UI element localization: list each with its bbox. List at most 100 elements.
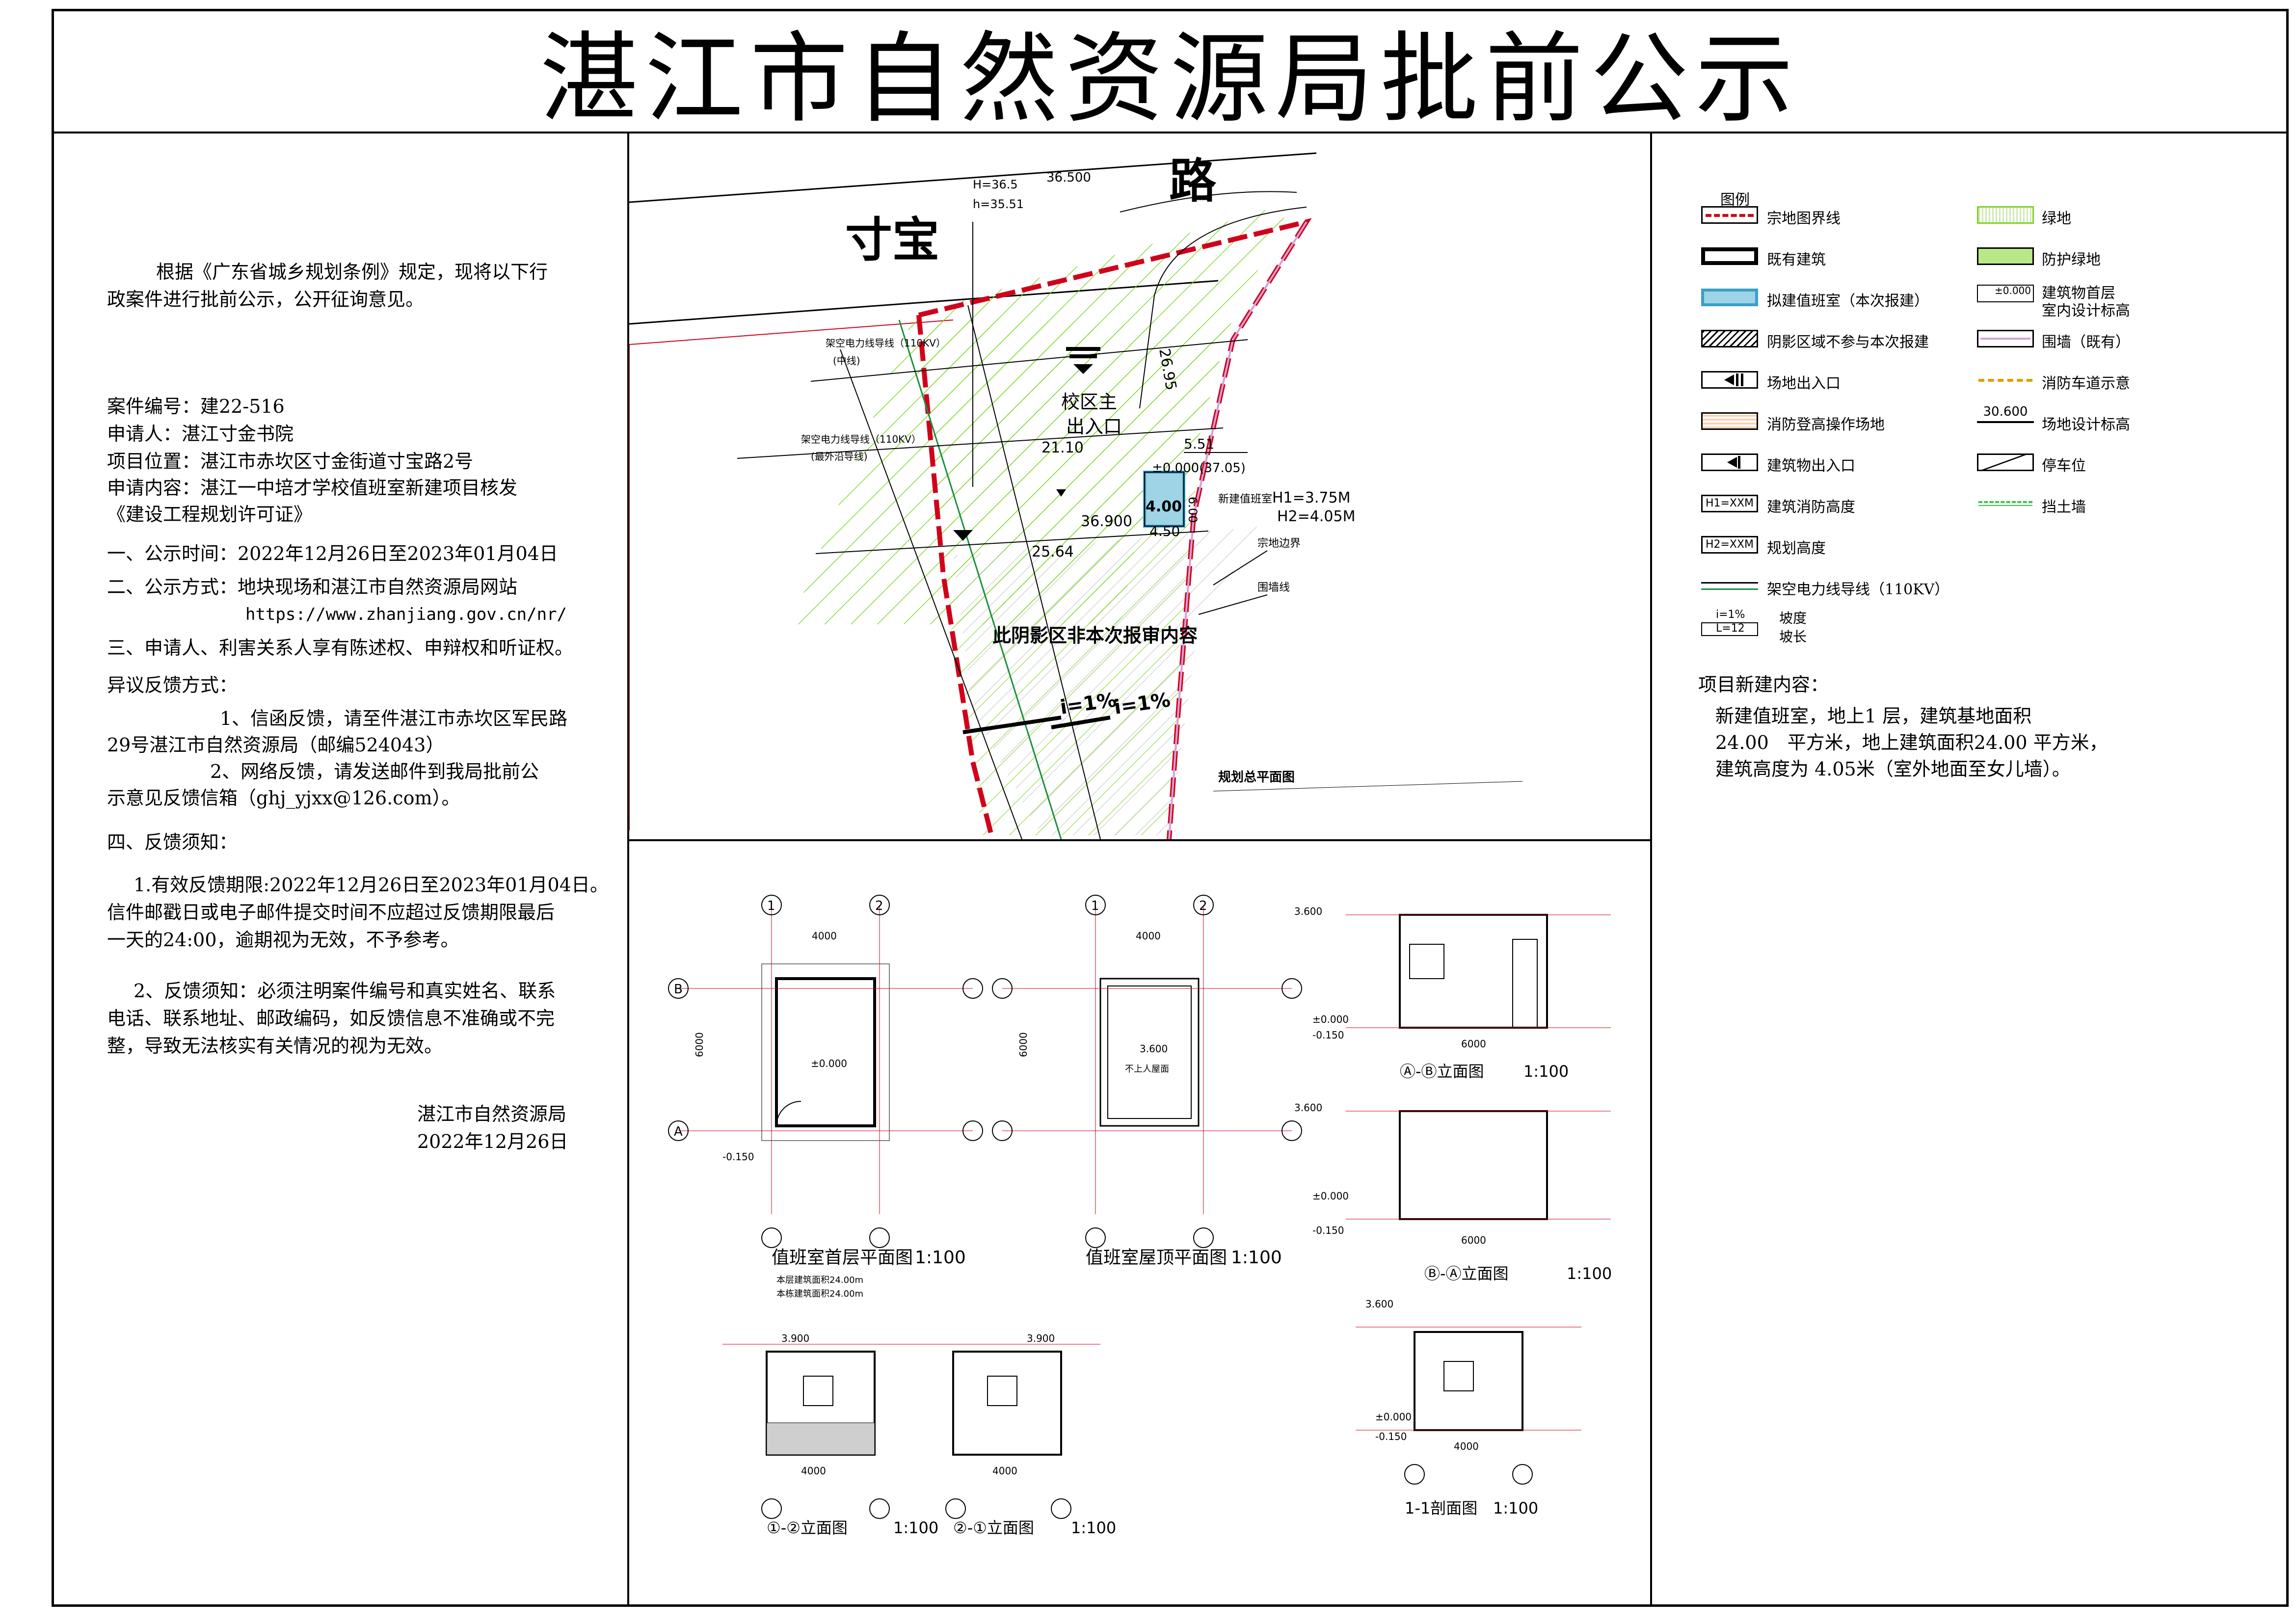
floor-plan-dim-depth: 6000 [694, 1032, 705, 1057]
building-drawings: 1 2 B A 1 2 4000 6000 ±0.000 -0.150 4000… [668, 895, 1612, 1537]
section-dim: 4000 [1454, 1440, 1479, 1452]
elev-ab-top: 3.600 [1294, 905, 1322, 917]
applicant: 申请人：湛江寸金书院 [107, 423, 294, 445]
legend-plan-height-symbol: H2=XXM [1701, 536, 1758, 554]
floor-plan-scale: 1:100 [915, 1248, 966, 1268]
note-2-line-3: 整，导致无法核实有关情况的视为无效。 [107, 1035, 443, 1057]
dim-6-00: 6.00 [1186, 497, 1200, 523]
legend-length-label: 坡长 [1779, 629, 1807, 645]
project-line-2: 24.00 平方米，地上建筑面积24.00 平方米， [1715, 732, 2108, 753]
legend-item-protective-green: 防护绿地 [2042, 251, 2101, 268]
legend-existing-building-symbol [1701, 247, 1758, 265]
right-column-divider [1650, 132, 1652, 1607]
axis-2-floor: 2 [875, 899, 883, 913]
middle-divider [627, 839, 1652, 841]
floor-plan-dim-width: 4000 [812, 930, 837, 942]
elev-ba-zero: ±0.000 [1312, 1190, 1349, 1202]
notice-url[interactable]: https://www.zhanjiang.gov.cn/nr/ [245, 605, 567, 624]
intro-line-1: 根据《广东省城乡规划条例》规定，现将以下行 [156, 261, 548, 283]
legend-powerline-symbol [1701, 582, 1758, 590]
legend-item-retaining-wall: 挡土墙 [2042, 499, 2086, 516]
legend-item-parking: 停车位 [2042, 457, 2086, 475]
axis-1-roof: 1 [1091, 899, 1099, 913]
boundary-label: 宗地边界 [1257, 537, 1301, 550]
axis-a-floor: A [674, 1124, 683, 1139]
dim-21-10: 21.10 [1041, 439, 1084, 456]
legend-retaining-wall-symbol [1977, 495, 2034, 512]
title-divider [52, 132, 2289, 133]
axis-1-floor: 1 [767, 899, 775, 913]
project-heading: 项目新建内容： [1698, 674, 1829, 695]
section-zero: ±0.000 [1375, 1411, 1412, 1423]
legend-item-fire-lane: 消防车道示意 [2042, 375, 2130, 392]
project-line-3: 建筑高度为 4.05米（室外地面至女儿墙）。 [1715, 758, 2071, 780]
legend-protective-green-symbol [1977, 247, 2034, 265]
elev-ba-top: 3.600 [1294, 1102, 1322, 1114]
email-feedback-1: 2、网络反馈，请发送邮件到我局批前公 [210, 761, 539, 782]
elev-21-title: ②-①立面图 [953, 1518, 1034, 1537]
site-plan: 寸宝 路 36.500 H=36.5 h=35.51 校区主 出入口 架空电力线… [629, 152, 1523, 839]
outer-frame [52, 9, 2289, 1607]
signature-org: 湛江市自然资源局 [417, 1103, 567, 1125]
roof-note: 不上人屋面 [1125, 1064, 1169, 1074]
legend-boundary-symbol [1701, 206, 1758, 224]
legend-item-site-entrance: 场地出入口 [1767, 375, 1841, 392]
elev-ba-scale: 1:100 [1567, 1264, 1612, 1283]
legend-item-fire-height: 建筑消防高度 [1767, 499, 1855, 516]
floor-plan-elev: ±0.000 [811, 1058, 847, 1069]
project-line-1: 新建值班室，地上1 层，建筑基地面积 [1715, 705, 2032, 727]
application-content-1: 申请内容：湛江一中培才学校值班室新建项目核发 [107, 477, 518, 499]
elev-12-scale: 1:100 [893, 1518, 938, 1537]
elev-21-top: 3.900 [1027, 1332, 1055, 1344]
axis-2-roof: 2 [1199, 899, 1207, 913]
elev-ba-dim: 6000 [1461, 1234, 1486, 1246]
note-1-line-1: 1.有效反馈期限:2022年12月26日至2023年01月04日。 [133, 874, 609, 896]
elev-ba-ground: -0.150 [1312, 1225, 1344, 1236]
elevation-top: 36.500 [1046, 170, 1091, 185]
roof-plan-scale: 1:100 [1231, 1248, 1282, 1268]
roof-plan-elev: 3.600 [1140, 1043, 1168, 1055]
section-top: 3.600 [1365, 1298, 1393, 1310]
project-location: 项目位置：湛江市赤坎区寸金街道寸宝路2号 [107, 451, 474, 472]
height-top-2: h=35.51 [973, 197, 1024, 211]
road-name-1: 寸宝 [845, 213, 939, 267]
legend-site-elevation-symbol: 30.600 [1977, 405, 2034, 423]
signature-date: 2022年12月26日 [417, 1131, 568, 1152]
legend-fire-platform-symbol [1701, 412, 1758, 430]
legend-item-fire-platform: 消防登高操作场地 [1767, 416, 1885, 433]
axis-b-floor: B [674, 982, 683, 997]
dim-25-64: 25.64 [1032, 543, 1074, 560]
intro-line-2: 政案件进行批前公示，公开征询意见。 [107, 289, 425, 310]
roof-plan-title: 值班室屋顶平面图 [1086, 1248, 1227, 1268]
powerline-label-1a: 架空电力线导线（110KV） [826, 337, 946, 349]
legend-fire-lane-symbol [1977, 371, 2034, 389]
legend-item-existing-building: 既有建筑 [1767, 251, 1826, 268]
elev-21-scale: 1:100 [1071, 1518, 1116, 1537]
notice-method: 二、公示方式：地块现场和湛江市自然资源局网站 [107, 576, 518, 598]
elev-ab-zero: ±0.000 [1312, 1013, 1349, 1025]
height-top-1: H=36.5 [973, 178, 1018, 191]
legend-building-entrance-symbol [1701, 453, 1758, 471]
legend-item-shaded-area: 阴影区域不参与本次报建 [1767, 334, 1929, 351]
legend-item-wall: 围墙（既有） [2042, 334, 2130, 351]
legend-item-floor-elevation-2: 室内设计标高 [2042, 302, 2130, 319]
legend-shaded-area-symbol [1701, 330, 1758, 347]
legend-slope-symbol [1701, 622, 1758, 636]
elev-ab-scale: 1:100 [1523, 1062, 1569, 1081]
legend-parking-symbol [1977, 453, 2034, 471]
legend-item-boundary: 宗地图界线 [1767, 210, 1841, 227]
gate-label-2: 出入口 [1066, 416, 1122, 437]
legend-slope-symbol-b: L=12 [1716, 622, 1745, 635]
legend-item-powerline: 架空电力线导线（110KV） [1767, 581, 1949, 598]
rights-statement: 三、申请人、利害关系人享有陈述权、申辩权和听证权。 [107, 637, 574, 659]
elev-21-dim: 4000 [992, 1465, 1017, 1477]
elev-12-top: 3.900 [781, 1332, 809, 1344]
dim-4-50: 4.50 [1149, 523, 1180, 539]
notes-heading: 四、反馈须知： [107, 831, 238, 853]
axis-markers [668, 895, 1533, 1519]
shade-label: 此阴影区非本次报审内容 [992, 625, 1198, 646]
roof-plan-dim-depth: 6000 [1017, 1032, 1029, 1057]
elev-12-title: ①-②立面图 [767, 1518, 848, 1537]
roof-plan-dim-width: 4000 [1136, 930, 1161, 942]
section-scale: 1:100 [1493, 1499, 1538, 1518]
